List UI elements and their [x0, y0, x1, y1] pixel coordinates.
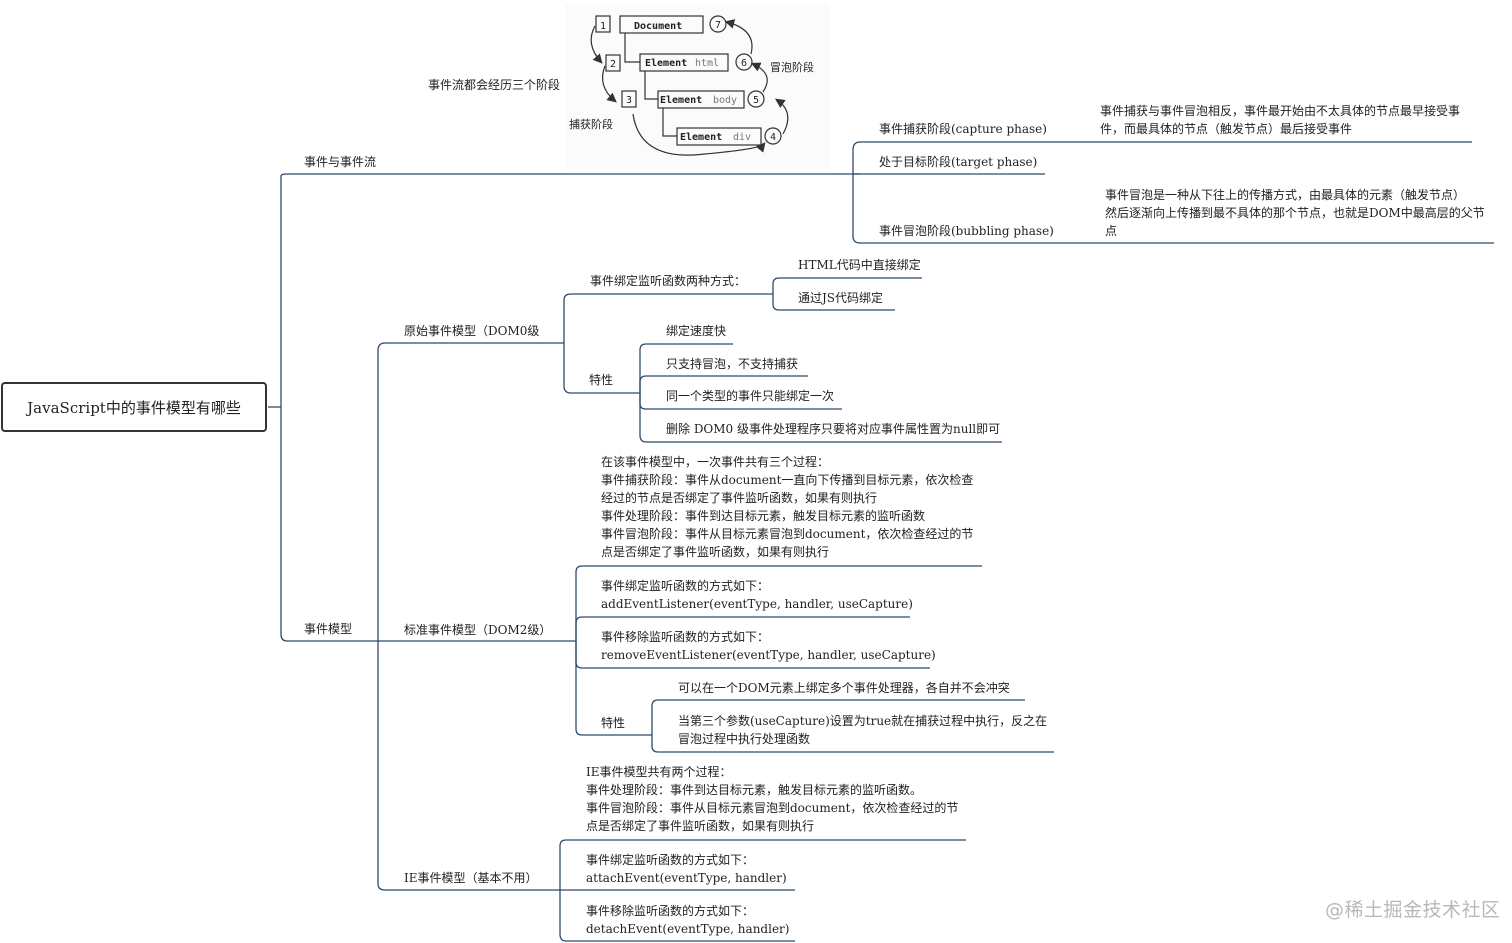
event-flow-figure: 1 2 3 4 5 6 7 Document Element html Elem…	[565, 4, 830, 169]
dom0-feature-item[interactable]: 绑定速度快	[666, 324, 727, 338]
topic-dom2[interactable]: 标准事件模型（DOM2级）	[404, 623, 552, 637]
figure-num: 3	[626, 95, 632, 106]
figure-num: 1	[600, 21, 606, 32]
figure-num: 6	[741, 58, 747, 69]
figure-element: Element	[660, 95, 702, 106]
dom0-feature-item[interactable]: 同一个类型的事件只能绑定一次	[666, 389, 835, 403]
root-topic[interactable]: JavaScript中的事件模型有哪些	[1, 382, 267, 432]
dom0-bind-methods[interactable]: 事件绑定监听函数两种方式：	[590, 274, 747, 288]
topic-dom0[interactable]: 原始事件模型（DOM0级	[404, 324, 540, 338]
dom0-feature-item[interactable]: 删除 DOM0 级事件处理程序只要将对应事件属性置为null即可	[666, 422, 1001, 436]
topic-bubbling-phase[interactable]: 事件冒泡阶段(bubbling phase)	[879, 224, 1054, 238]
dom0-bind-js[interactable]: 通过JS代码绑定	[798, 291, 884, 305]
figure-num: 2	[610, 59, 616, 70]
figure-num: 5	[753, 95, 759, 106]
dom2-feature-item[interactable]: 当第三个参数(useCapture)设置为true就在捕获过程中执行，反之在 冒…	[678, 714, 1048, 746]
figure-tag: body	[713, 95, 737, 106]
bubbling-phase-desc[interactable]: 事件冒泡是一种从下往上的传播方式，由最具体的元素（触发节点） 然后逐渐向上传播到…	[1105, 188, 1485, 238]
figure-tag: div	[733, 132, 751, 143]
watermark: @稀土掘金技术社区	[1325, 899, 1501, 921]
topic-event-model[interactable]: 事件模型	[304, 622, 353, 636]
figure-document: Document	[634, 21, 682, 32]
dom0-feature-item[interactable]: 只支持冒泡，不支持捕获	[666, 357, 799, 371]
dom2-add-listener[interactable]: 事件绑定监听函数的方式如下： addEventListener(eventTyp…	[601, 579, 913, 611]
topic-target-phase[interactable]: 处于目标阶段(target phase)	[879, 155, 1038, 169]
ie-process[interactable]: IE事件模型共有两个过程： 事件处理阶段：事件到达目标元素，触发目标元素的监听函…	[586, 765, 959, 833]
figure-num: 4	[770, 132, 776, 143]
figure-element: Element	[645, 58, 687, 69]
topic-ie-model[interactable]: IE事件模型（基本不用）	[404, 871, 538, 885]
figure-capture-label: 捕获阶段	[569, 117, 613, 131]
figure-tag: html	[695, 58, 719, 69]
dom0-bind-html[interactable]: HTML代码中直接绑定	[798, 258, 921, 272]
capture-phase-desc[interactable]: 事件捕获与事件冒泡相反，事件最开始由不太具体的节点最早接受事 件，而最具体的节点…	[1100, 104, 1461, 136]
topic-capture-phase[interactable]: 事件捕获阶段(capture phase)	[879, 122, 1047, 136]
figure-num: 7	[715, 20, 721, 31]
figure-element: Element	[680, 132, 722, 143]
ie-attach-event[interactable]: 事件绑定监听函数的方式如下： attachEvent(eventType, ha…	[586, 853, 787, 885]
dom2-process[interactable]: 在该事件模型中，一次事件共有三个过程： 事件捕获阶段：事件从document一直…	[601, 455, 974, 559]
dom2-remove-listener[interactable]: 事件移除监听函数的方式如下： removeEventListener(event…	[601, 630, 936, 662]
dom0-features[interactable]: 特性	[589, 373, 614, 387]
event-flow-note: 事件流都会经历三个阶段	[428, 78, 561, 92]
dom2-feature-item[interactable]: 可以在一个DOM元素上绑定多个事件处理器，各自并不会冲突	[678, 681, 1010, 695]
ie-detach-event[interactable]: 事件移除监听函数的方式如下： detachEvent(eventType, ha…	[586, 904, 790, 936]
dom2-features[interactable]: 特性	[601, 716, 626, 730]
figure-bubble-label: 冒泡阶段	[770, 60, 814, 74]
topic-event-flow[interactable]: 事件与事件流	[304, 155, 377, 169]
